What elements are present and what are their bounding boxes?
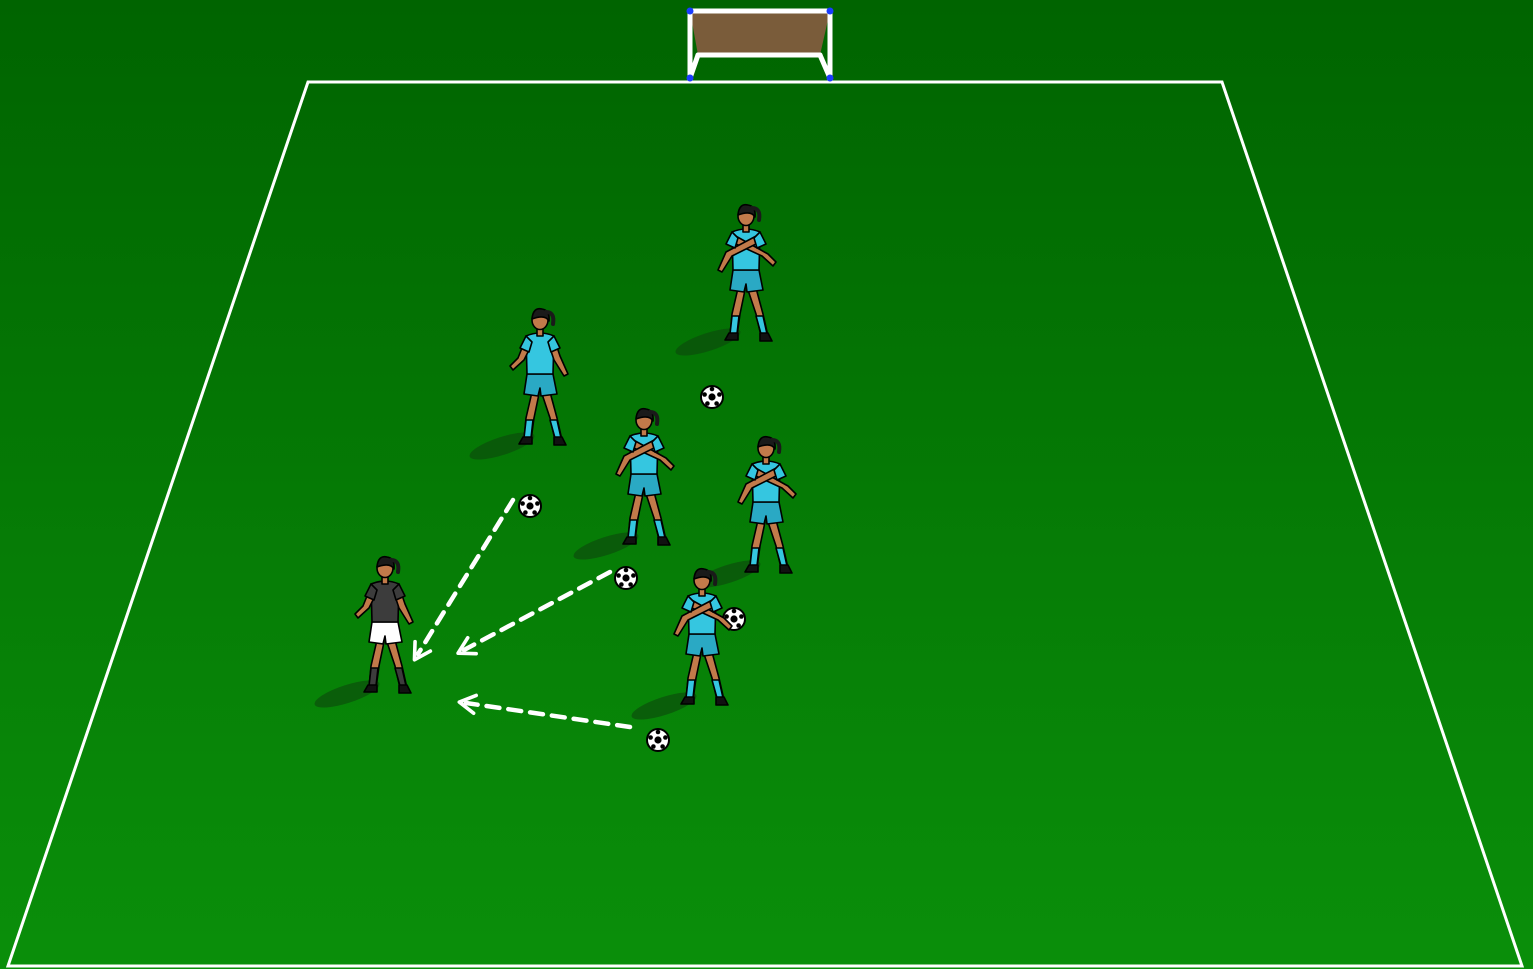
soccer-ball-icon [615, 567, 637, 589]
soccer-ball-icon [701, 386, 723, 408]
soccer-ball-icon [519, 495, 541, 517]
soccer-ball-icon [647, 729, 669, 751]
goal-net [690, 11, 830, 55]
